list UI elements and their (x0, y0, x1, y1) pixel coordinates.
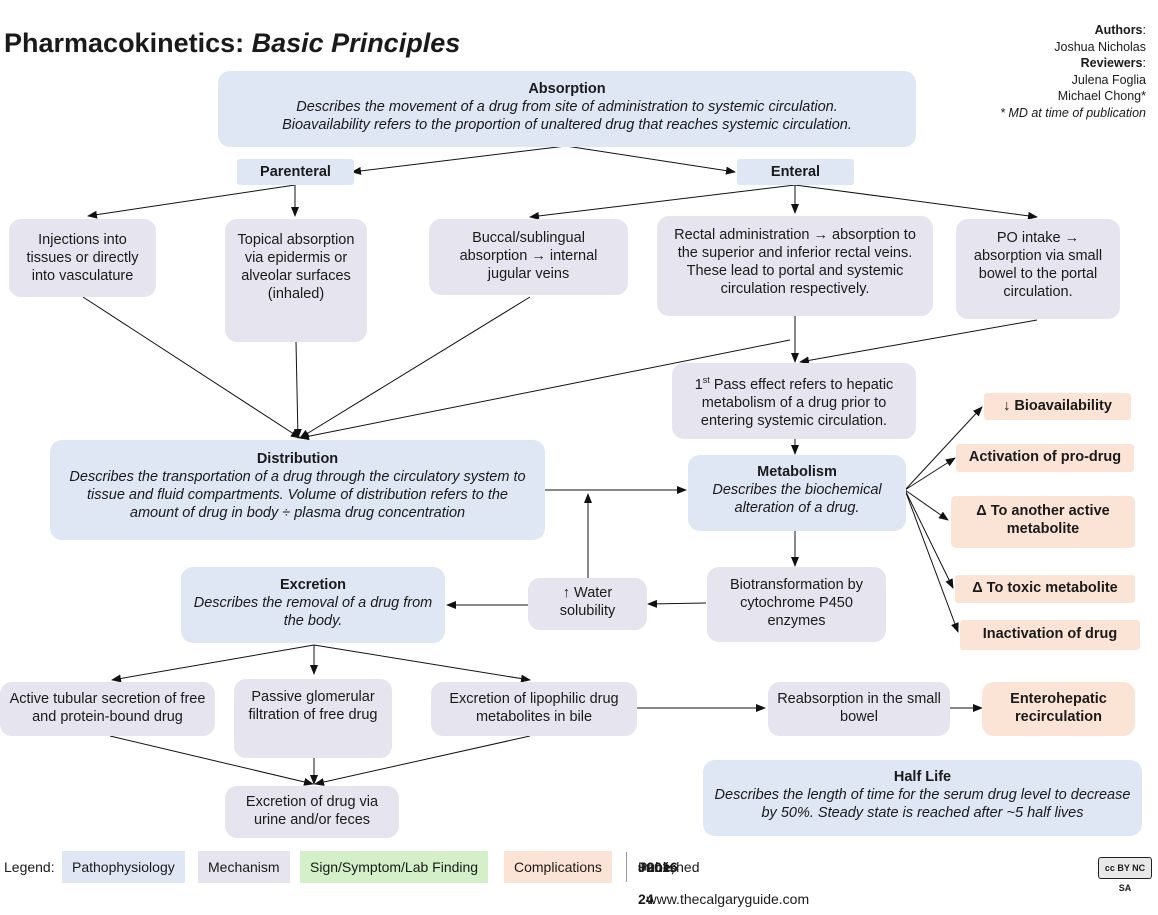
outcome-active-metabolite: Δ To another active metabolite (951, 496, 1135, 548)
arrow-enteral-po (794, 184, 1038, 220)
arrow-bile-urine (314, 735, 531, 786)
half-life-box: Half Life Describes the length of time f… (703, 760, 1142, 836)
arrow-po-firstpass (799, 319, 1038, 365)
published-pre: Published (638, 859, 700, 875)
distribution-box: Distribution Describes the transportatio… (50, 440, 545, 540)
po-box: PO intake → absorption via small bowel t… (956, 219, 1120, 319)
credits-note: * MD at time of publication (1000, 105, 1146, 120)
arrow-cyp-water (647, 599, 707, 608)
arrow-excretion-tubular (111, 644, 315, 683)
legend-sign-symptom: Sign/Symptom/Lab Finding (300, 851, 489, 883)
distribution-title: Distribution (256, 451, 339, 467)
license-badge: cc BY NC SA (1098, 857, 1152, 893)
metabolism-title: Metabolism (757, 464, 837, 480)
arrow-metabolism-active (904, 489, 949, 521)
title-sub: Basic Principles (251, 28, 461, 58)
distribution-desc: Describes the transportation of a drug t… (69, 469, 526, 521)
arrow-absorption-parenteral (351, 145, 567, 175)
first-pass-box: 1st Pass effect refers to hepatic metabo… (672, 363, 916, 439)
bile-box: Excretion of lipophilic drug metabolites… (431, 682, 637, 736)
arrow-metabolism-inactivation (904, 489, 959, 633)
arrow-topical-distribution (293, 341, 302, 439)
absorption-desc-2: Bioavailability refers to the proportion… (282, 117, 852, 133)
absorption-title: Absorption (528, 81, 606, 97)
legend-complications: Complications (504, 851, 612, 883)
buccal-box: Buccal/sublingual absorption → internal … (429, 219, 628, 295)
outcome-inactivation: Inactivation of drug (960, 620, 1140, 650)
absorption-box: Absorption Describes the movement of a d… (218, 71, 916, 147)
excretion-title: Excretion (279, 577, 347, 593)
arrow-absorption-enteral (565, 145, 736, 175)
author-name: Joshua Nicholas (1054, 39, 1146, 54)
date-post: 2016 (646, 859, 678, 875)
absorption-desc-1: Describes the movement of a drug from si… (296, 99, 838, 115)
reabsorption-box: Reabsorption in the small bowel (768, 682, 950, 736)
arrow-buccal-distribution (299, 296, 531, 439)
legend-mechanism: Mechanism (198, 851, 290, 883)
first-pass-pre: 1 (694, 376, 703, 393)
legend: Legend: Pathophysiology Mechanism Sign/S… (0, 851, 1158, 907)
metabolism-box: Metabolism Describes the biochemical alt… (688, 455, 906, 531)
enterohepatic-box: Enterohepatic recirculation (982, 682, 1135, 736)
first-pass-text: Pass effect refers to hepatic metabolism… (700, 376, 894, 429)
enteral-box: Enteral (737, 159, 854, 185)
arrow-injections-distribution (82, 296, 301, 439)
outcome-prodrug: Activation of pro-drug (956, 444, 1134, 472)
arrow-rectal-distribution (299, 339, 791, 441)
reviewer-name: Julena Foglia (1071, 72, 1146, 87)
glomerular-box: Passive glomerular filtration of free dr… (234, 679, 392, 758)
metabolism-desc: Describes the biochemical alteration of … (712, 482, 882, 516)
arrow-metabolism-bioavailability (904, 406, 983, 491)
water-solubility-box: ↑ Water solubility (528, 578, 647, 630)
authors-label: Authors (1094, 23, 1143, 37)
outcome-bioavailability: ↓ Bioavailability (984, 393, 1131, 420)
outcome-toxic-metabolite: Δ To toxic metabolite (955, 575, 1135, 603)
reviewers-label: Reviewers (1080, 56, 1143, 70)
arrow-excretion-bile (313, 644, 531, 683)
tubular-box: Active tubular secretion of free and pro… (0, 682, 215, 736)
half-life-title: Half Life (893, 769, 952, 785)
credits: Authors: Joshua Nicholas Reviewers: Jule… (1000, 23, 1146, 120)
title-main: Pharmacokinetics: (4, 28, 245, 58)
arrow-metabolism-toxic (904, 489, 954, 589)
first-pass-sup: st (702, 375, 710, 385)
excretion-desc: Describes the removal of a drug from the… (193, 595, 433, 629)
legend-pathophysiology: Pathophysiology (62, 851, 185, 883)
legend-divider (626, 852, 627, 882)
page-title: Pharmacokinetics: Basic Principles (4, 28, 460, 59)
arrow-tubular-urine (109, 735, 314, 786)
reviewer-name: Michael Chong* (1057, 89, 1146, 103)
arrow-enteral-buccal (529, 184, 796, 220)
rectal-box: Rectal administration → absorption to th… (657, 216, 933, 316)
half-life-desc: Describes the length of time for the ser… (714, 787, 1131, 821)
arrow-layer (82, 145, 1038, 786)
injections-box: Injections into tissues or directly into… (9, 219, 156, 297)
topical-box: Topical absorption via epidermis or alve… (225, 219, 367, 342)
urine-box: Excretion of drug via urine and/or feces (225, 786, 399, 838)
arrow-parenteral-injections (87, 184, 296, 219)
parenteral-box: Parenteral (237, 159, 354, 185)
date-sup: th (638, 862, 647, 872)
legend-label: Legend: (4, 859, 55, 875)
published-url: on www.thecalgaryguide.com (646, 859, 810, 907)
arrow-metabolism-prodrug (904, 457, 956, 491)
cyp-box: Biotransformation by cytochrome P450 enz… (707, 567, 886, 642)
excretion-box: Excretion Describes the removal of a dru… (181, 567, 445, 643)
